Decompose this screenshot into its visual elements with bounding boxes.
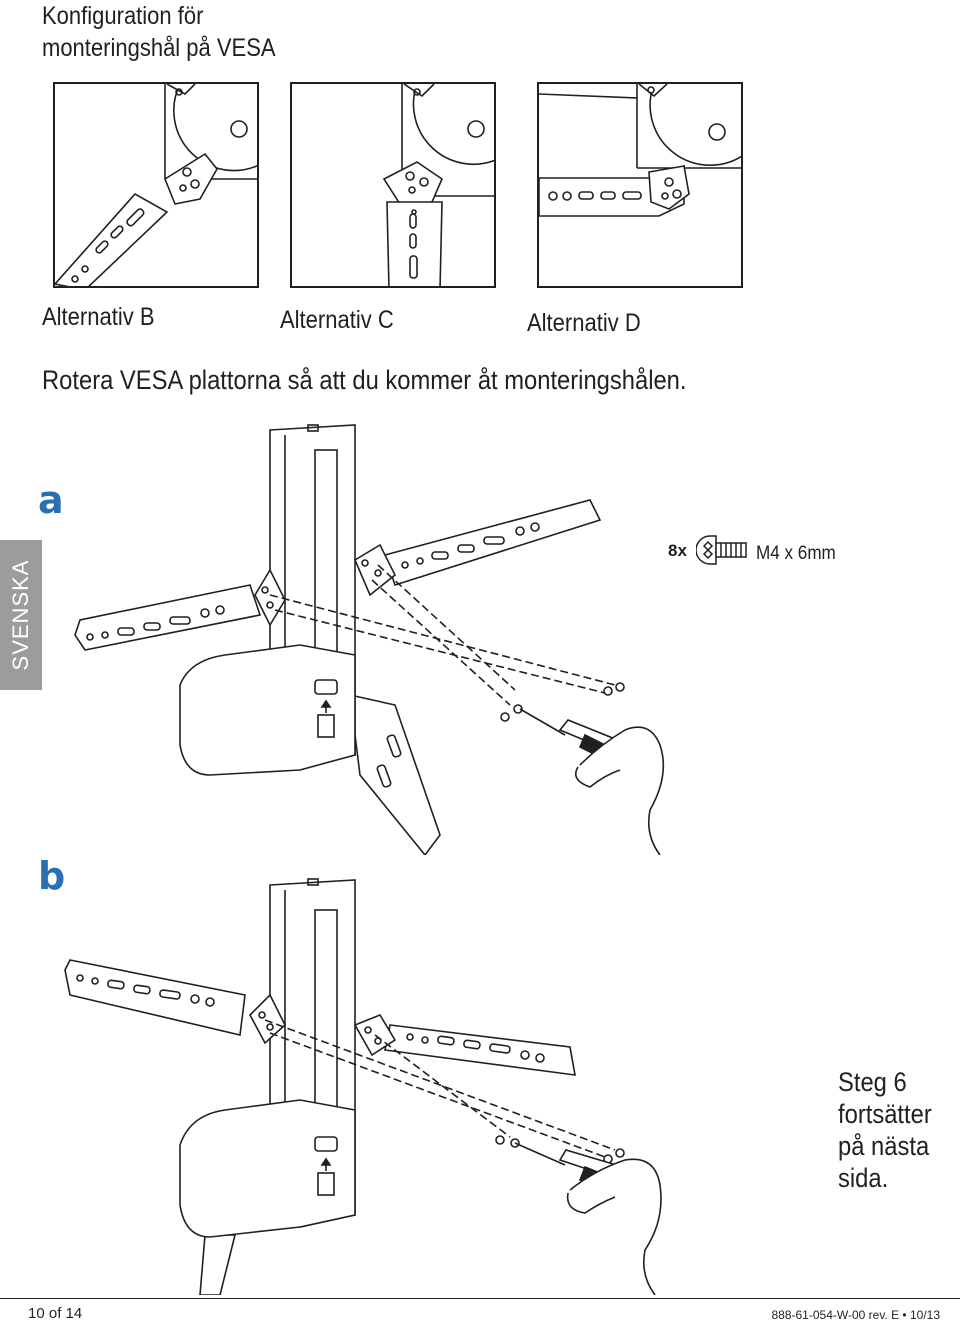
option-b-label: Alternativ B — [42, 303, 155, 331]
screw-spec: M4 x 6mm — [756, 543, 836, 564]
heading-line-1: Konfiguration för — [42, 2, 204, 30]
step-b-label: b — [38, 854, 66, 898]
instruction-text: Rotera VESA plattorna så att du kommer å… — [42, 365, 687, 395]
step-b-illustration — [64, 878, 662, 1295]
continue-line-4: sida. — [838, 1163, 889, 1193]
screw-quantity: 8x — [668, 541, 687, 560]
page-heading: Konfiguration för monteringshål på VESA — [42, 0, 276, 64]
step-a-illustration — [74, 424, 665, 855]
continue-line-3: på nästa — [838, 1131, 930, 1161]
option-c-label: Alternativ C — [280, 306, 394, 334]
heading-line-2: monteringshål på VESA — [42, 34, 276, 62]
document-code: 888-61-054-W-00 rev. E • 10/13 — [771, 1308, 940, 1322]
step-a-label: a — [38, 478, 64, 522]
option-b-illustration — [53, 82, 259, 288]
option-d-illustration — [537, 82, 743, 288]
language-tab: SVENSKA — [0, 540, 42, 690]
continue-note: Steg 6 fortsätter på nästa sida. — [838, 1066, 932, 1194]
continue-line-1: Steg 6 — [838, 1067, 907, 1097]
language-tab-label: SVENSKA — [8, 559, 33, 671]
option-d-label: Alternativ D — [527, 309, 641, 337]
continue-line-2: fortsätter — [838, 1099, 932, 1129]
screw-icon — [696, 535, 747, 565]
option-c-illustration — [290, 82, 496, 288]
page-number: 10 of 14 — [28, 1305, 83, 1322]
footer-divider — [0, 1298, 960, 1299]
